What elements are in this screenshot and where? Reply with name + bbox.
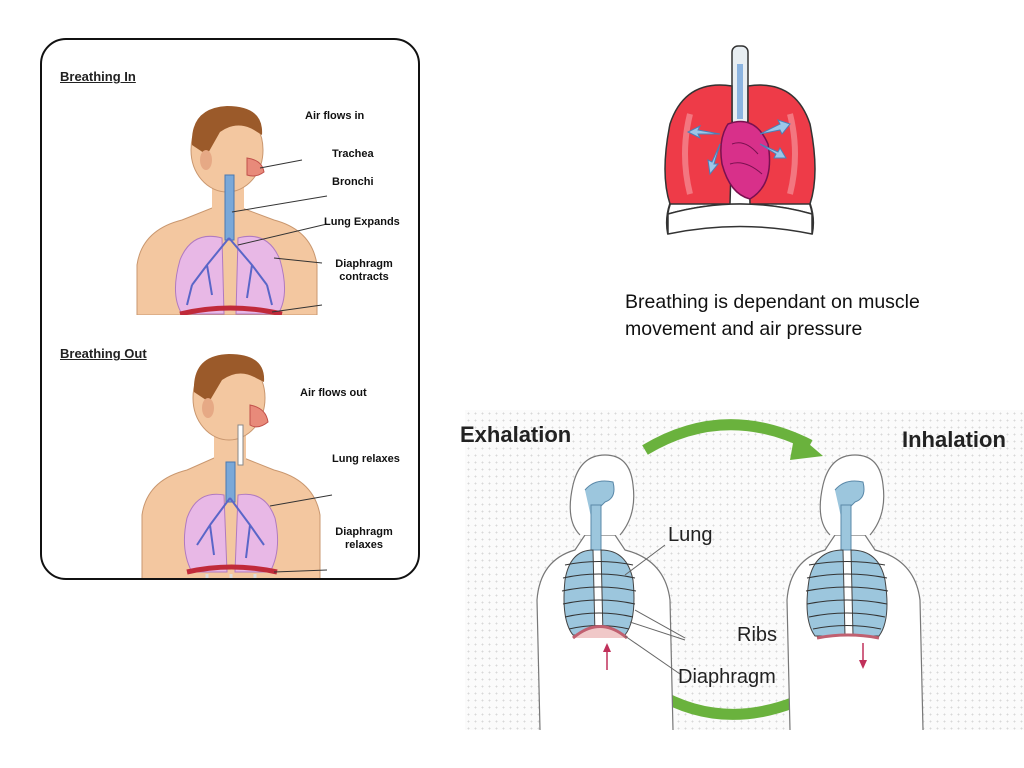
diaphragm-relaxes-label: Diaphragm relaxes xyxy=(335,526,393,551)
inhalation-title: Inhalation xyxy=(902,427,1006,452)
trachea-label: Trachea xyxy=(332,148,374,160)
diaphragm-label: Diaphragm xyxy=(678,666,776,688)
breathing-out-title: Breathing Out xyxy=(60,346,147,361)
diaphragm-contracts-label: Diaphragm contracts xyxy=(335,258,393,283)
top-arrow-head xyxy=(790,432,823,460)
lung-expands-label: Lung Expands xyxy=(324,216,400,228)
ribs-label: Ribs xyxy=(737,624,778,646)
lung-label: Lung xyxy=(668,524,713,546)
cycle-figures xyxy=(536,419,924,730)
breathing-out-figure xyxy=(141,354,333,578)
breathing-in-title: Breathing In xyxy=(60,69,136,84)
lung-relaxes-label: Lung relaxes xyxy=(332,453,400,465)
breathing-panel: Breathing In Air flows in Trachea Bronch… xyxy=(40,38,420,580)
breathing-caption: Breathing is dependant on muscle movemen… xyxy=(625,291,920,340)
air-flows-in-label: Air flows in xyxy=(305,110,365,122)
exhalation-title: Exhalation xyxy=(460,422,572,447)
inhalation-figure xyxy=(786,454,924,730)
air-flows-out-label: Air flows out xyxy=(300,387,367,399)
breathing-cycle-diagram: Exhalation Inhalation xyxy=(460,410,1024,730)
lungs-illustration xyxy=(664,45,816,235)
exhalation-figure xyxy=(536,454,686,730)
breathing-in-figure xyxy=(136,106,328,315)
bronchi-label: Bronchi xyxy=(332,176,374,188)
